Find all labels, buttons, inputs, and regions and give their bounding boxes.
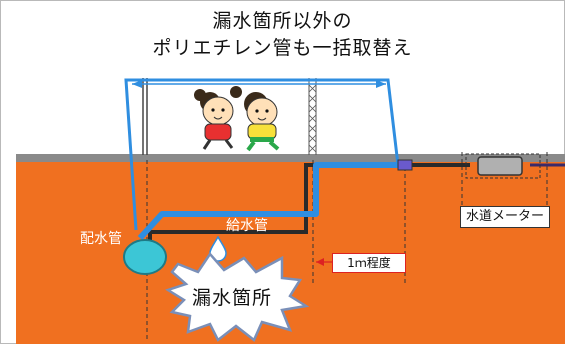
title-line-1: 漏水箇所以外の <box>212 10 353 32</box>
new-polyethylene-pipe <box>137 162 400 241</box>
children-illustration <box>194 86 280 152</box>
fence-right <box>308 78 317 155</box>
title-line-2: ポリエチレン管も一括取替え <box>152 37 413 59</box>
water-drop-icon <box>209 235 227 262</box>
pipe-joint <box>397 159 413 171</box>
fence-left <box>142 78 148 155</box>
distance-label: 1ｍ程度 <box>332 253 406 273</box>
ground-soil <box>16 160 565 344</box>
meter-box <box>465 153 541 179</box>
water-meter <box>477 156 523 176</box>
service-pipe-label: 給水管 <box>226 218 268 234</box>
arrow-head-right <box>376 80 386 88</box>
old-service-pipe <box>148 163 470 240</box>
water-meter-label: 水道メーター <box>460 206 550 228</box>
road-surface <box>16 154 565 162</box>
main-pipe-label: 配水管 <box>80 231 122 247</box>
leak-starburst <box>165 251 310 342</box>
arrow-head-left <box>132 80 142 88</box>
dashed-guides <box>146 152 548 340</box>
main-pipe-cross-section <box>123 239 167 275</box>
replacement-range-bracket <box>124 78 400 231</box>
leak-location-label: 漏水箇所 <box>192 287 273 309</box>
distance-arrow-left <box>316 258 324 266</box>
